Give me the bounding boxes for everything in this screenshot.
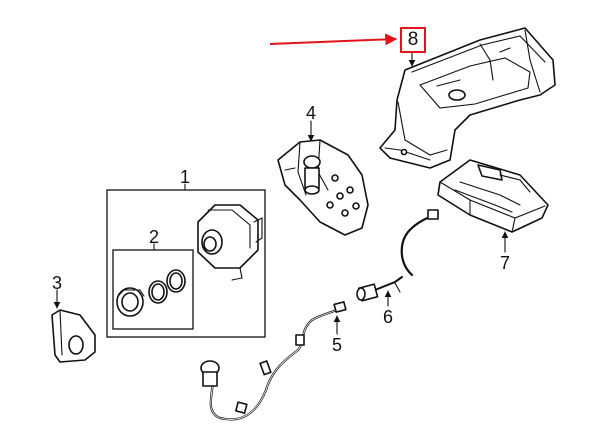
part-4-bracket xyxy=(277,139,369,236)
callout-7[interactable]: 7 xyxy=(499,253,510,273)
callout-1[interactable]: 1 xyxy=(179,167,190,187)
part-7-module xyxy=(437,159,549,233)
callout-4[interactable]: 4 xyxy=(305,103,316,123)
callout-5[interactable]: 5 xyxy=(331,335,342,355)
callout-6[interactable]: 6 xyxy=(382,307,393,327)
part-3-plate xyxy=(51,309,96,363)
part-2-seal-kit xyxy=(116,269,186,317)
part-6-connector xyxy=(356,276,403,302)
part-1-box xyxy=(106,189,266,338)
part-2-box xyxy=(112,249,194,330)
callout-3[interactable]: 3 xyxy=(51,273,62,293)
part-7-pigtail xyxy=(400,209,439,277)
callout-8-highlighted[interactable]: 8 xyxy=(400,27,426,53)
part-1-camera xyxy=(197,204,263,281)
part-5-harness xyxy=(200,301,347,421)
highlight-arrow xyxy=(269,33,398,46)
callout-2[interactable]: 2 xyxy=(148,227,159,247)
part-8-bracket xyxy=(379,27,556,169)
